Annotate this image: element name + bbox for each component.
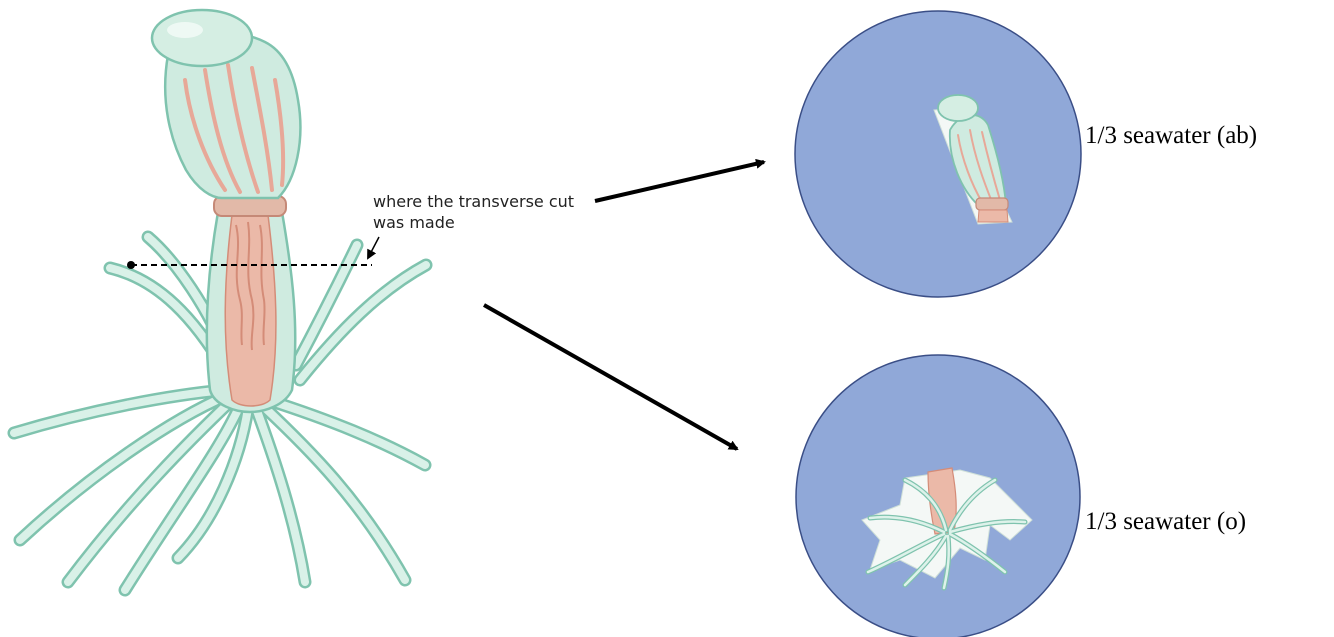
hydra-hypostome [152, 10, 252, 66]
bottom-dish [796, 355, 1080, 637]
top-dish [795, 11, 1081, 297]
hydra-gut [225, 215, 276, 406]
top-dish-label: 1/3 seawater (ab) [1085, 122, 1257, 149]
hydra-hypostome-highlight [167, 22, 203, 38]
cut-annotation-line1: where the transverse cut [373, 192, 574, 211]
cut-annotation-line2: was made [373, 213, 455, 232]
annotation-pointer-arrow [368, 237, 379, 258]
bottom-dish-label: 1/3 seawater (o) [1085, 508, 1246, 535]
hydra-illustration [14, 10, 426, 590]
cut-line-endpoint [127, 261, 135, 269]
arrow-to-top-dish [595, 162, 764, 201]
arrow-to-bottom-dish [484, 305, 737, 449]
